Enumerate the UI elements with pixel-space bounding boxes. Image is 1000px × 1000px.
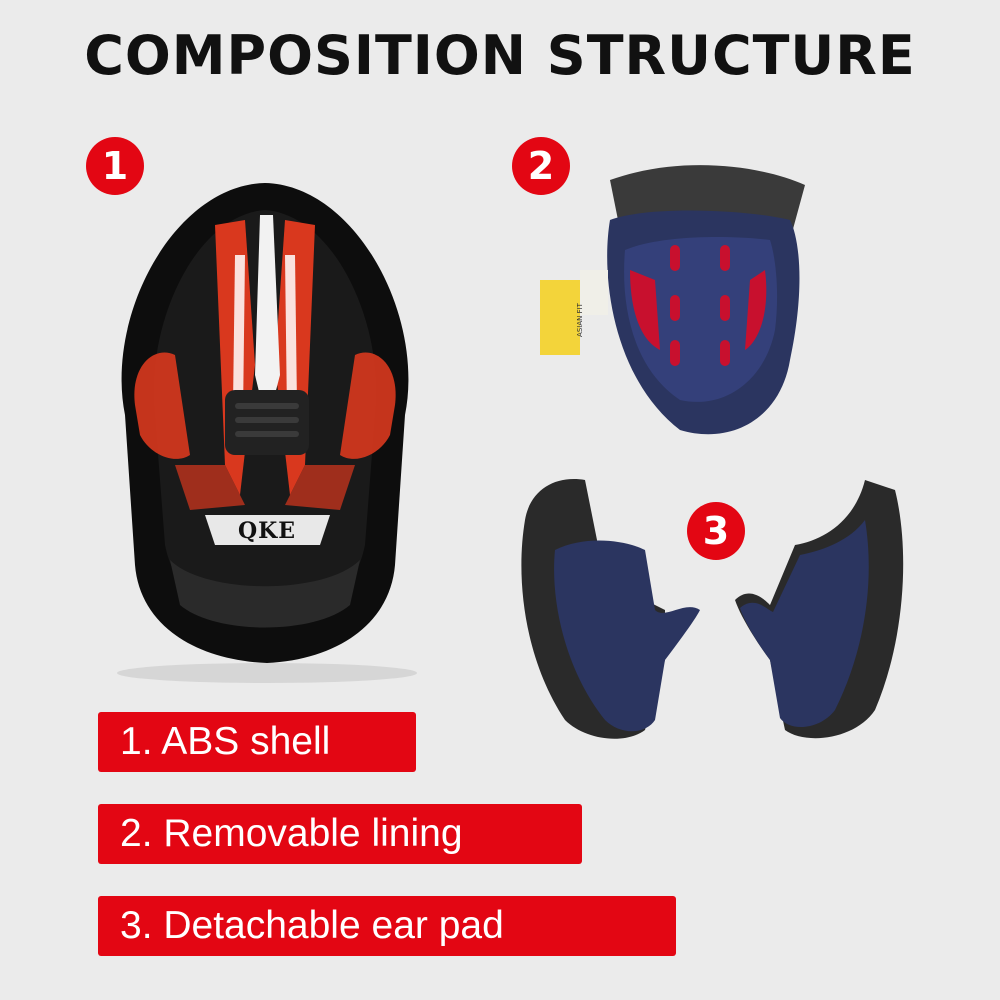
helmet-shell-image: QKE [117, 183, 417, 683]
badge-3: 3 [687, 502, 745, 560]
page-title: COMPOSITION STRUCTURE [84, 24, 916, 87]
removable-lining-image: ASIAN FIT [540, 165, 805, 435]
label-removable-lining: 2. Removable lining [98, 804, 582, 864]
badge-2: 2 [512, 137, 570, 195]
label-abs-shell: 1. ABS shell [98, 712, 416, 772]
helmet-brand-text: QKE [238, 518, 296, 544]
label-detachable-ear-pad: 3. Detachable ear pad [98, 896, 676, 956]
lining-tag-text: ASIAN FIT [576, 302, 584, 337]
badge-1: 1 [86, 137, 144, 195]
ear-pads-image [521, 479, 904, 739]
